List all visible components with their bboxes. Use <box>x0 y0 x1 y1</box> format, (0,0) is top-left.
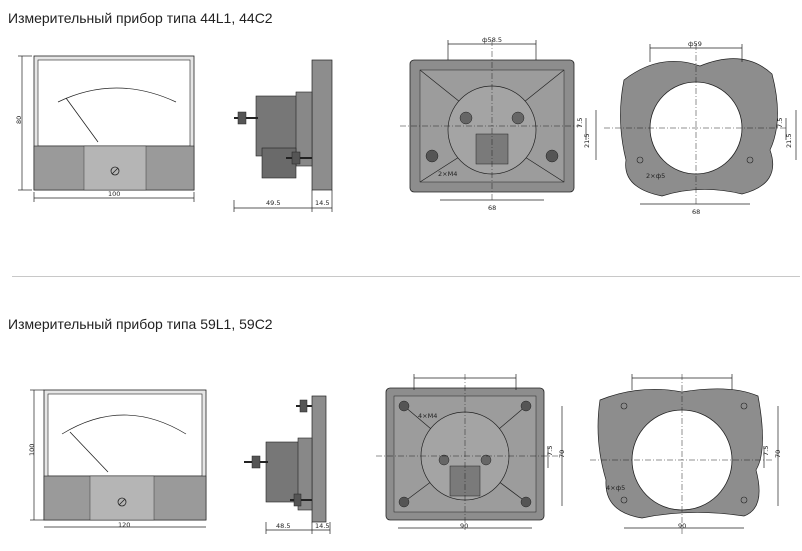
dim-side2-depth: 48.5 <box>276 522 290 530</box>
note-cutout1: 2×ф5 <box>646 172 665 180</box>
dim-back2-right-small: 7.5 <box>546 446 554 456</box>
dim-side2-flange: 14.5 <box>315 522 329 530</box>
dim-cutout1-bottom: 68 <box>692 208 700 216</box>
back-view-44: ф58.5 68 7.5 21.5 2×М4 <box>400 36 597 212</box>
dim-back1-top: ф58.5 <box>482 36 502 44</box>
front-view-59: 100 120 <box>28 389 207 529</box>
dim-front1-width: 100 <box>108 190 120 198</box>
side-view-44: 49.5 14.5 <box>233 59 333 212</box>
note-back2: 4×М4 <box>418 412 437 420</box>
dim-front1-height: 80 <box>15 116 23 124</box>
front-view-44: 80 100 <box>15 55 195 202</box>
side-view-59: 48.5 14.5 <box>244 395 331 534</box>
dim-cutout1-right-large: 21.5 <box>785 134 793 148</box>
section-divider <box>12 276 800 277</box>
dim-back1-right-large: 21.5 <box>583 134 591 148</box>
cutout-view-44: ф59 68 7.5 21.5 2×ф5 <box>604 40 797 216</box>
dim-back1-right-small: 7.5 <box>576 118 584 128</box>
zero-adjust-screw-2 <box>117 497 127 507</box>
zero-adjust-screw <box>110 166 120 176</box>
dim-side1-flange: 14.5 <box>315 199 329 207</box>
dim-cutout1-right-small: 7.5 <box>776 118 784 128</box>
dim-cutout1-top: ф59 <box>688 40 702 48</box>
cutout-view-59: 90 7.5 70 4×ф5 <box>590 374 782 534</box>
section2-title: Измерительный прибор типа 59L1, 59C2 <box>8 316 273 332</box>
dim-front2-width: 120 <box>118 521 130 529</box>
dim-back1-bottom: 68 <box>488 204 496 212</box>
dim-side1-depth: 49.5 <box>266 199 280 207</box>
note-cutout2: 4×ф5 <box>606 484 625 492</box>
back-view-59: 90 7.5 70 4×М4 <box>376 374 566 530</box>
section1-title: Измерительный прибор типа 44L1, 44C2 <box>8 10 273 26</box>
dim-front2-height: 100 <box>28 444 36 456</box>
dim-cutout2-right-large: 70 <box>774 450 782 458</box>
needle <box>65 97 99 143</box>
dim-back2-right-large: 70 <box>558 450 566 458</box>
dim-cutout2-bottom: 90 <box>678 522 686 530</box>
needle-2 <box>69 431 109 473</box>
dim-cutout2-right-small: 7.5 <box>762 446 770 456</box>
note-back1: 2×М4 <box>438 170 457 178</box>
dim-back2-bottom: 90 <box>460 522 468 530</box>
